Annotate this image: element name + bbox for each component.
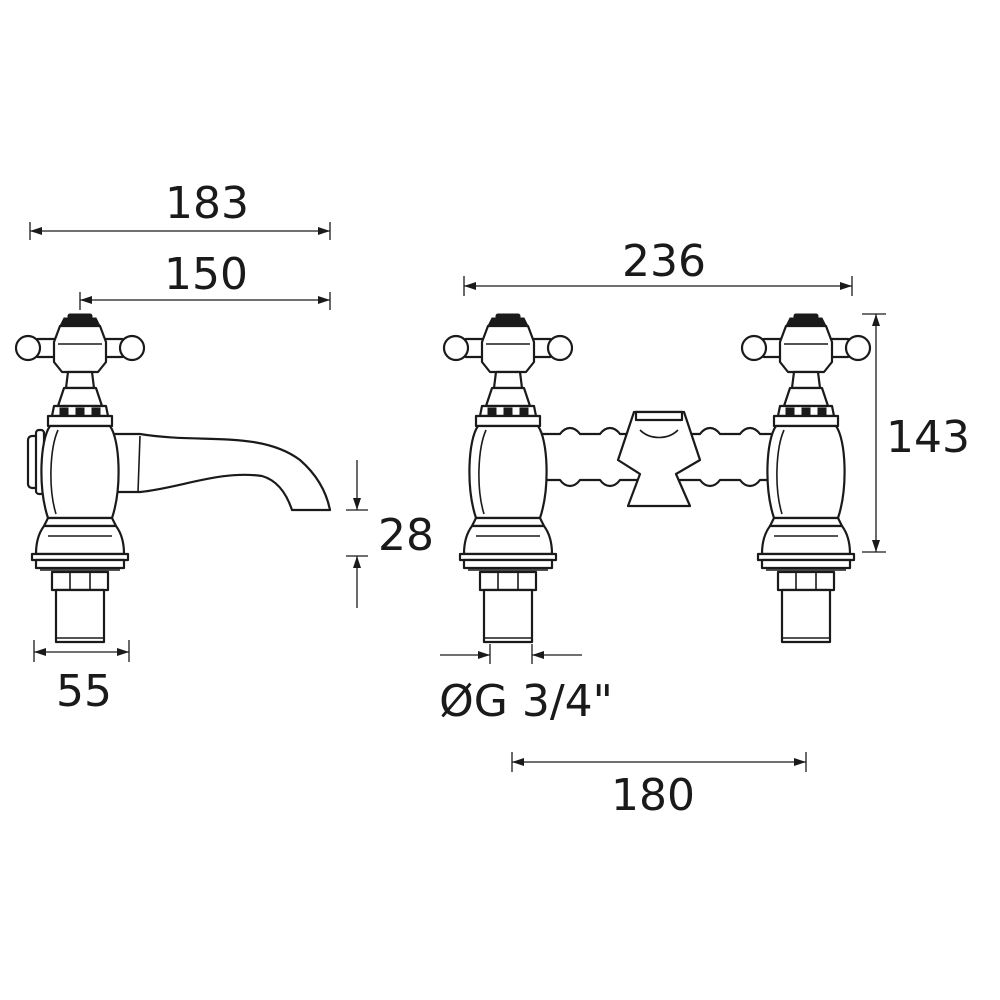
label-base-diameter: 55	[56, 666, 112, 717]
left-crosshead-handle	[442, 312, 574, 374]
spout	[106, 432, 332, 512]
dimension-base-diameter	[33, 640, 130, 662]
label-thread-size: ØG 3/4"	[439, 676, 613, 727]
dimension-tap-centres	[511, 752, 807, 772]
center-spout	[616, 410, 702, 508]
label-spout-clearance: 28	[378, 510, 434, 561]
label-bridge-width: 236	[622, 236, 706, 287]
basin-tap-side-view	[14, 312, 332, 644]
label-overall-length: 183	[165, 178, 249, 229]
dimension-spout-clearance	[346, 460, 368, 608]
dimension-height	[862, 313, 886, 553]
right-valve-body	[756, 424, 856, 644]
dimension-thread-size	[440, 644, 582, 664]
label-spout-reach: 150	[164, 249, 248, 300]
right-crosshead-handle	[740, 312, 872, 374]
dimension-overall-length	[29, 222, 331, 240]
left-valve-body	[458, 424, 558, 644]
valve-body	[30, 424, 130, 644]
crosshead-handle	[14, 312, 146, 374]
dimension-spout-reach	[79, 292, 331, 310]
dimension-bridge-width	[463, 276, 853, 296]
label-height: 143	[886, 412, 970, 463]
bridge-mixer-front-view	[442, 312, 872, 644]
label-tap-centres: 180	[611, 770, 695, 821]
